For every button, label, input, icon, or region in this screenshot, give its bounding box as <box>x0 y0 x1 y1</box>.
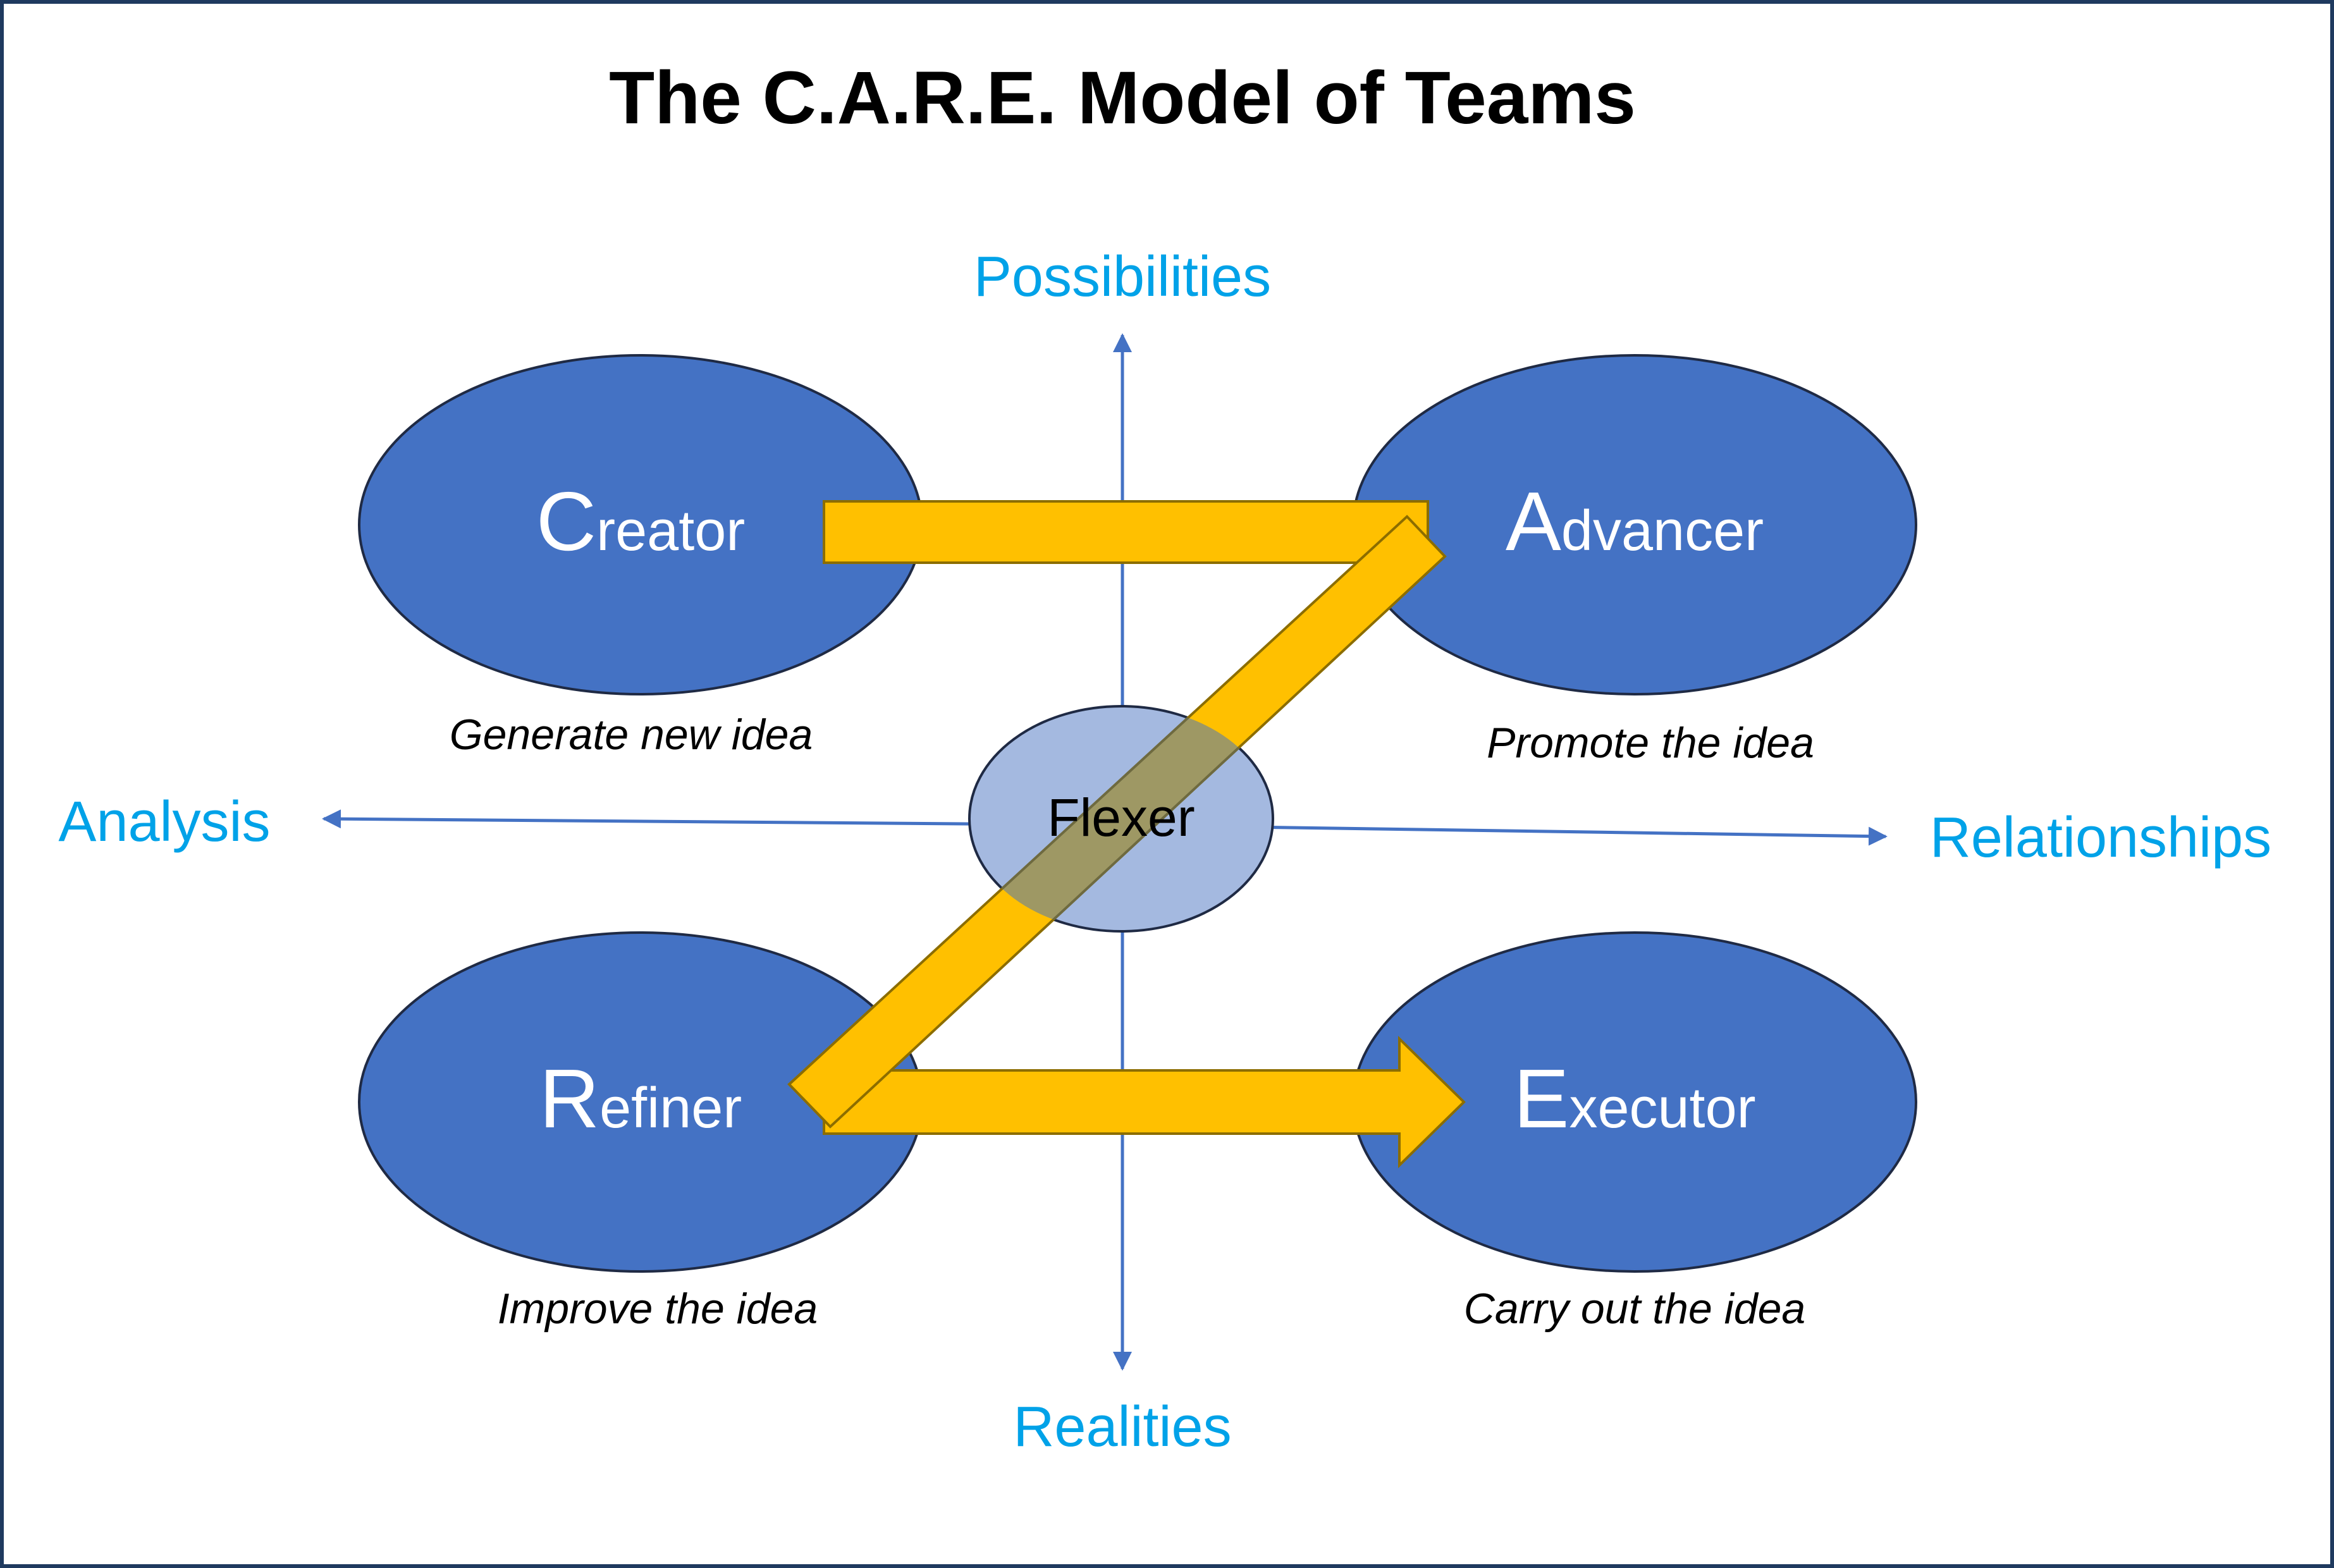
creator-label: Creator <box>536 475 745 568</box>
refiner-description: Improve the idea <box>498 1285 818 1333</box>
refiner-initial: R <box>539 1052 599 1145</box>
creator-description: Generate new idea <box>450 711 813 759</box>
executor-rest: xecutor <box>1569 1077 1755 1140</box>
axis-label-left: Analysis <box>58 790 270 854</box>
advancer-initial: A <box>1506 475 1561 568</box>
creator-rest: reator <box>596 499 745 563</box>
axis-label-bottom: Realities <box>1013 1395 1231 1459</box>
flow-bar-top <box>823 500 1429 564</box>
refiner-rest: efiner <box>599 1077 742 1140</box>
executor-description: Carry out the idea <box>1464 1285 1806 1333</box>
creator-initial: C <box>536 475 596 568</box>
executor-label: Executor <box>1513 1052 1755 1145</box>
advancer-label: Advancer <box>1506 475 1764 568</box>
executor-initial: E <box>1513 1052 1569 1145</box>
refiner-label: Refiner <box>539 1052 742 1145</box>
advancer-description: Promote the idea <box>1487 719 1814 767</box>
flow-arrow-bottom <box>823 1036 1466 1168</box>
axis-label-top: Possibilities <box>974 245 1271 309</box>
axis-label-right: Relationships <box>1930 806 2271 869</box>
flexer-label: Flexer <box>1047 788 1195 847</box>
advancer-rest: dvancer <box>1561 499 1764 563</box>
page-title: The C.A.R.E. Model of Teams <box>609 56 1636 140</box>
